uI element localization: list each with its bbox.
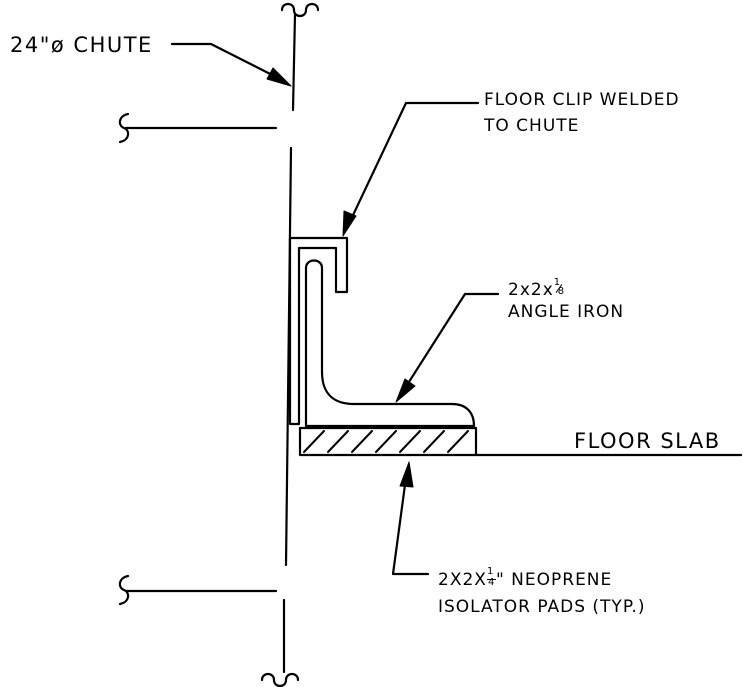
leader-chute [170, 42, 288, 84]
leader-floor-clip [344, 101, 480, 232]
angle-iron-fraction-denominator: 8 [557, 286, 566, 297]
isolator-pad-fraction-denominator: 4 [487, 577, 496, 588]
arrowhead-angle-iron [395, 378, 416, 403]
leader-angle-iron [398, 292, 500, 398]
angle-iron-size-prefix: 2x2x [508, 280, 554, 300]
floor-slab-label: FLOOR SLAB [574, 429, 721, 453]
lower-floor-break [118, 574, 130, 606]
isolator-pad-label: ISOLATOR PADS (TYP.) [438, 597, 646, 617]
chute-break-top [280, 2, 320, 18]
floor-clip-label-line1: FLOOR CLIP WELDED [484, 90, 680, 110]
angle-iron-label: ANGLE IRON [508, 302, 625, 322]
arrowhead-isolator-pad [399, 461, 414, 488]
upper-floor-break [118, 112, 130, 144]
angle-iron-fraction-numerator: 1 [553, 277, 562, 288]
isolator-pad-fraction-numerator: 1 [486, 566, 495, 577]
angle-iron [304, 259, 476, 428]
chute-wall-middle [284, 146, 293, 567]
isolator-pad-size-suffix: " NEOPRENE [495, 570, 613, 590]
pad-hatching [303, 430, 469, 453]
arrowhead-chute [266, 67, 292, 87]
isolator-pad-size-prefix: 2X2X [438, 570, 487, 590]
leader-isolator-pad [391, 468, 430, 576]
isolator-pad [298, 426, 478, 457]
chute-label: 24"ø CHUTE [10, 33, 153, 57]
floor-clip [288, 236, 349, 426]
chute-break-bottom [260, 672, 300, 687]
chute-wall-upper [291, 12, 297, 112]
floor-clip-label-line2: TO CHUTE [484, 116, 580, 136]
arrowhead-floor-clip [342, 210, 357, 237]
